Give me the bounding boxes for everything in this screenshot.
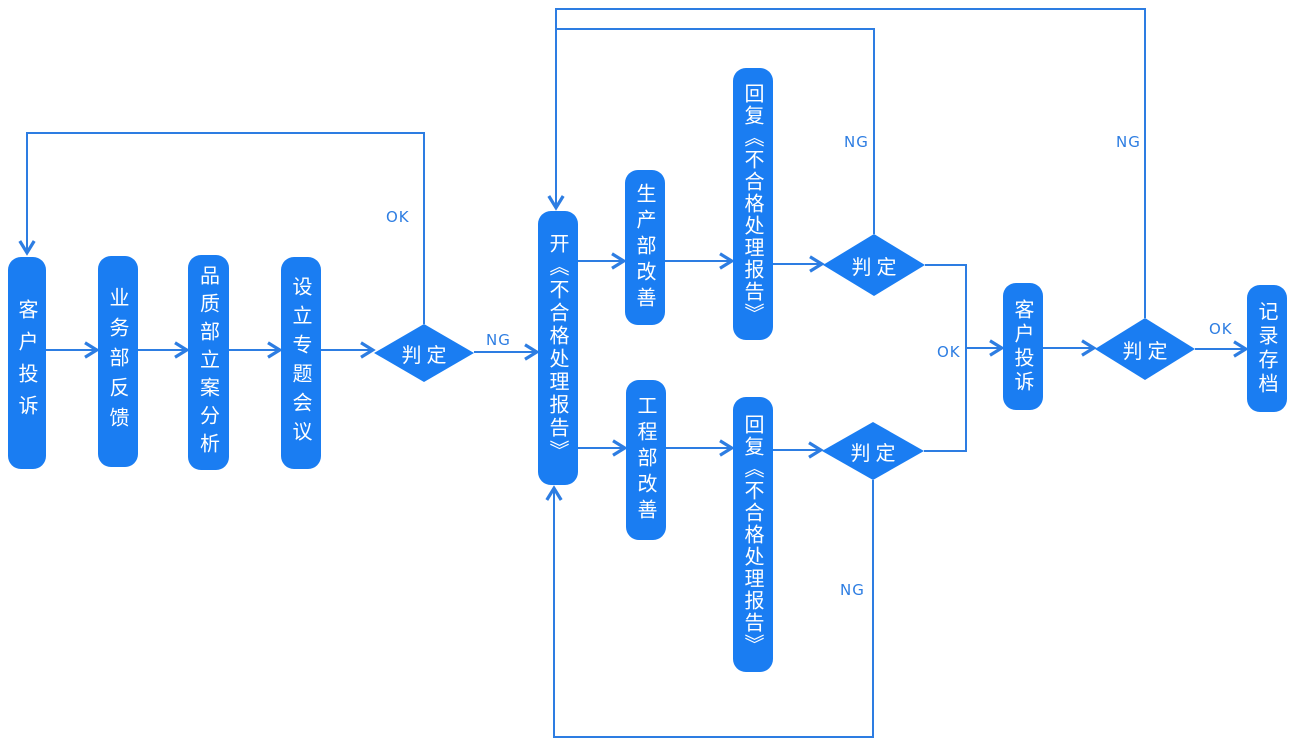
node-open-report-label: 开《不合格处理报告》 (546, 233, 570, 463)
node-production-improve-label: 生产部改善 (633, 182, 657, 313)
edge-label-ng-judge-top: NG (844, 133, 869, 151)
judge-final-diamond[interactable] (1095, 318, 1195, 380)
node-special-meeting[interactable]: 设立专题会议 (281, 257, 321, 469)
edge-judge-final-ng-loop (547, 8, 1146, 318)
edge-judge-bottom-ng-loop (545, 480, 874, 738)
node-customer-complaint-2-label: 客户投诉 (1011, 298, 1035, 395)
node-special-meeting-label: 设立专题会议 (289, 276, 313, 450)
node-reply-report-top[interactable]: 回复《不合格处理报告》 (733, 68, 773, 340)
node-quality-case-analysis-label: 品质部立案分析 (196, 264, 221, 461)
node-production-improve[interactable]: 生产部改善 (625, 170, 665, 325)
node-customer-complaint-1[interactable]: 客户投诉 (8, 257, 46, 469)
node-business-feedback[interactable]: 业务部反馈 (98, 256, 138, 467)
edge-label-ng-judge1: NG (486, 331, 511, 349)
edge-label-ng-judge-final: NG (1116, 133, 1141, 151)
node-engineering-improve-label: 工程部改善 (634, 395, 658, 525)
judge-top-diamond[interactable] (823, 234, 925, 296)
node-reply-report-bottom-label: 回复《不合格处理报告》 (741, 413, 765, 656)
edge-judge1-ok-loop (18, 132, 425, 324)
node-reply-report-bottom[interactable]: 回复《不合格处理报告》 (733, 397, 773, 672)
judge-1-diamond[interactable] (374, 324, 474, 382)
edge-label-ok-merge: OK (937, 343, 961, 361)
edge-label-ok-final: OK (1209, 320, 1233, 338)
node-open-report[interactable]: 开《不合格处理报告》 (538, 211, 578, 485)
node-customer-complaint-1-label: 客户投诉 (15, 299, 39, 427)
node-quality-case-analysis[interactable]: 品质部立案分析 (188, 255, 229, 470)
edge-judge-top-ng-loop (556, 28, 875, 234)
edge-label-ng-judge-bottom: NG (840, 581, 865, 599)
node-record-archive-label: 记录存档 (1255, 300, 1279, 397)
node-business-feedback-label: 业务部反馈 (106, 286, 130, 437)
node-record-archive[interactable]: 记录存档 (1247, 285, 1287, 412)
node-engineering-improve[interactable]: 工程部改善 (626, 380, 666, 540)
node-reply-report-top-label: 回复《不合格处理报告》 (741, 83, 765, 325)
edge-ok-merge-line (924, 264, 967, 452)
node-customer-complaint-2[interactable]: 客户投诉 (1003, 283, 1043, 410)
edge-label-ok-loop: OK (386, 208, 410, 226)
judge-bottom-diamond[interactable] (822, 422, 924, 480)
